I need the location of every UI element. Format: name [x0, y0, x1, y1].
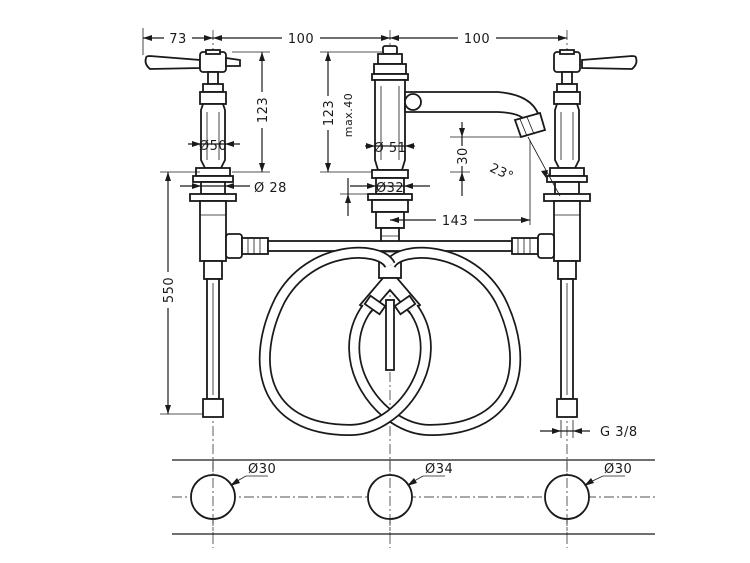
- dim-dia28: Ø 28: [254, 181, 287, 196]
- dim-max40: max.40: [342, 93, 355, 137]
- dim-100-right: 100: [464, 32, 490, 47]
- mounting-plate: [172, 459, 655, 535]
- plate-hole-center-label: Ø34: [425, 462, 453, 477]
- center-spout: [358, 45, 547, 371]
- dim-30-spout: 30: [456, 147, 471, 165]
- dim-123-center: 123: [322, 100, 337, 126]
- dim-dia51: Ø 51: [374, 141, 407, 156]
- plate-hole-right-label: Ø30: [604, 462, 632, 477]
- right-valve: [543, 49, 638, 418]
- dim-550: 550: [162, 277, 177, 303]
- dim-lines-vertical: [160, 51, 520, 415]
- dim-g38: G 3/8: [600, 425, 638, 440]
- dim-73: 73: [169, 32, 187, 47]
- horizontal-connector: [225, 233, 555, 259]
- dim-dia50: Ø50: [199, 139, 227, 154]
- dim-dia32: Ø32: [376, 181, 404, 196]
- dim-123-left: 123: [256, 97, 271, 123]
- dim-143: 143: [442, 214, 468, 229]
- left-valve: [144, 49, 241, 418]
- braided-hoses: [258, 246, 522, 437]
- plate-hole-left-label: Ø30: [248, 462, 276, 477]
- dim-lines-horizontal: [180, 136, 590, 438]
- dim-100-left: 100: [288, 32, 314, 47]
- top-dimension-row: [142, 28, 567, 55]
- dim-angle23: 23°: [487, 161, 516, 185]
